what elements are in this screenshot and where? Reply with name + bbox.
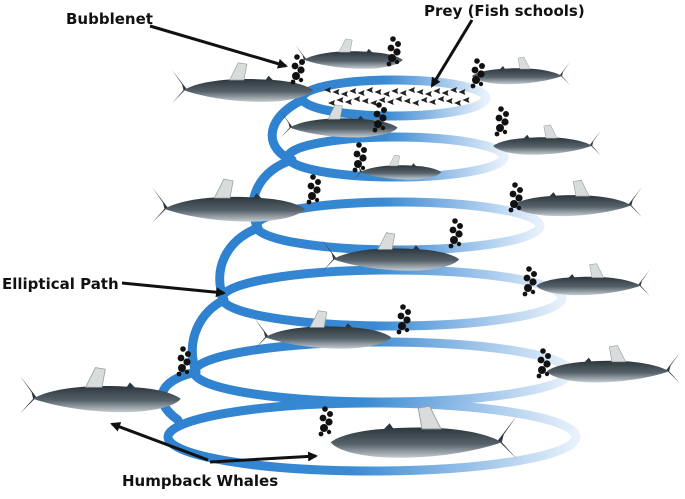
spiral-path bbox=[157, 75, 581, 476]
callout-arrows bbox=[110, 19, 474, 464]
fish-icon bbox=[357, 90, 365, 96]
bubble-cluster-icon bbox=[494, 106, 509, 137]
fish-icon bbox=[378, 97, 386, 103]
humpback-whale-icon bbox=[536, 263, 651, 297]
fish-icon bbox=[437, 96, 445, 102]
fish-icon bbox=[353, 96, 361, 102]
fish-icon bbox=[433, 88, 441, 94]
arrow-icon bbox=[430, 19, 474, 88]
fish-icon bbox=[328, 100, 335, 106]
fish-icon bbox=[462, 97, 470, 103]
fish-icon bbox=[344, 99, 352, 105]
label-prey-fish-schools: Prey (Fish schools) bbox=[424, 2, 585, 20]
fish-icon bbox=[412, 100, 419, 106]
humpback-whale-icon bbox=[492, 124, 602, 156]
fish-icon bbox=[450, 87, 457, 93]
label-elliptical-path: Elliptical Path bbox=[2, 275, 119, 293]
spiral-connector-2 bbox=[187, 295, 229, 377]
label-bubblenet: Bubblenet bbox=[66, 10, 153, 28]
bubble-cluster-icon bbox=[470, 58, 485, 89]
bubble-cluster-icon bbox=[352, 142, 367, 173]
fish-icon bbox=[458, 89, 466, 95]
arrow-icon bbox=[149, 24, 288, 69]
bubble-cluster-icon bbox=[318, 406, 333, 437]
fish-icon bbox=[349, 88, 357, 94]
fish-icon bbox=[408, 87, 415, 93]
fish-icon bbox=[395, 96, 403, 102]
fish-icon bbox=[391, 88, 399, 94]
arrow-icon bbox=[121, 281, 226, 298]
fish-icon bbox=[420, 97, 428, 103]
fish-icon bbox=[336, 97, 344, 103]
fish-icon bbox=[361, 98, 369, 104]
fish-icon bbox=[428, 99, 436, 105]
arrow-icon bbox=[209, 451, 318, 464]
humpback-whale-icon bbox=[512, 179, 643, 218]
humpback-whale-icon bbox=[546, 345, 681, 384]
spiral-ring-6 bbox=[297, 75, 491, 121]
arrow-icon bbox=[110, 422, 209, 462]
fish-icon bbox=[370, 100, 377, 106]
humpback-whale-icon bbox=[330, 405, 518, 460]
fish-icon bbox=[454, 100, 461, 106]
fish-icon bbox=[416, 89, 424, 95]
fish-icon bbox=[324, 87, 331, 93]
bubble-cluster-icon bbox=[290, 54, 305, 85]
humpback-whale-icon bbox=[151, 178, 306, 224]
fish-icon bbox=[403, 98, 411, 104]
fish-school bbox=[318, 87, 470, 109]
fish-icon bbox=[340, 91, 348, 97]
humpback-whale-icon bbox=[294, 38, 404, 70]
fish-icon bbox=[441, 90, 449, 96]
spiral-ring-2 bbox=[189, 337, 575, 407]
fish-icon bbox=[366, 87, 373, 93]
fish-icon bbox=[386, 99, 394, 105]
spiral-ring-3 bbox=[217, 265, 567, 331]
fish-school-area bbox=[318, 87, 470, 109]
humpback-whale-icon bbox=[19, 367, 182, 414]
fish-icon bbox=[399, 90, 407, 96]
bubble-cluster-icon bbox=[306, 174, 321, 205]
fish-icon bbox=[382, 91, 390, 97]
label-humpback-whales: Humpback Whales bbox=[122, 472, 279, 490]
fish-icon bbox=[374, 89, 382, 95]
fish-icon bbox=[332, 89, 340, 95]
humpback-whale-icon bbox=[471, 56, 571, 86]
fish-icon bbox=[445, 98, 453, 104]
fish-icon bbox=[424, 91, 432, 97]
